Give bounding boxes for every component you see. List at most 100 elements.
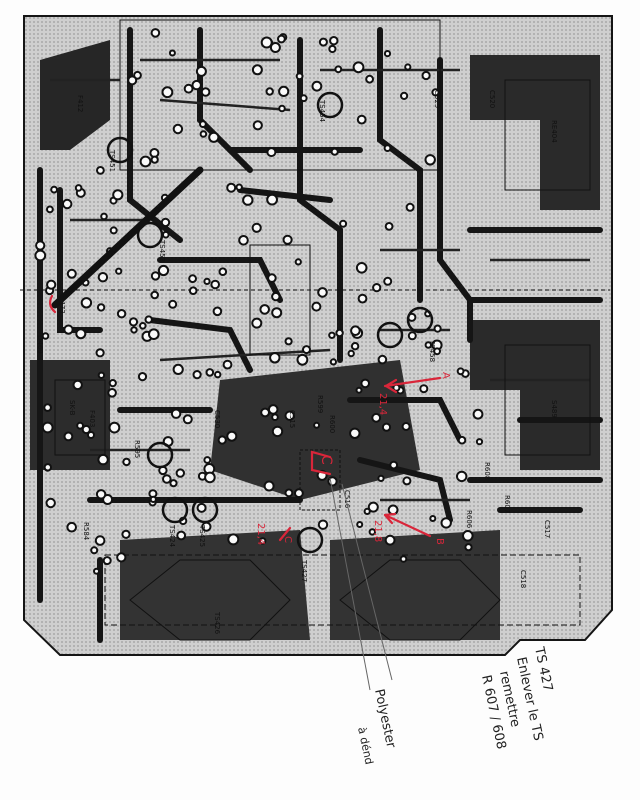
solder-pad [168, 49, 176, 57]
solder-pad [282, 234, 293, 245]
label-c517: C517 [543, 520, 551, 538]
solder-pad [63, 431, 74, 442]
solder-pad [176, 530, 187, 541]
label-r595: R595 [133, 440, 141, 458]
solder-pad [407, 331, 417, 341]
solder-pad [195, 65, 207, 77]
solder-pad [200, 87, 211, 97]
transistor-outline [296, 526, 324, 554]
solder-pad [260, 36, 273, 49]
solder-pad [81, 424, 91, 435]
solder-pad [46, 205, 54, 214]
solder-pad [251, 64, 263, 76]
label-ts424: TS424 [168, 524, 176, 548]
solder-pad [238, 235, 249, 246]
note-a-dend: à dénd [355, 726, 376, 766]
solder-pad [150, 290, 159, 300]
solder-pad [355, 386, 363, 394]
handwritten-notes: TS 427 Enlever le TS remettre R 607 / 60… [355, 645, 555, 766]
solder-pad [242, 194, 254, 206]
solder-pad [96, 166, 105, 175]
solder-pad [35, 240, 46, 251]
solder-pad [352, 61, 365, 74]
label-ts453: TS453 [158, 239, 166, 262]
solder-pad [330, 147, 339, 156]
solder-pad [108, 421, 121, 434]
solder-pad [299, 94, 308, 103]
solder-pad [235, 183, 243, 191]
solder-pad [311, 80, 323, 92]
solder-pad [384, 222, 394, 231]
solder-pad [424, 154, 436, 166]
solder-pad [317, 287, 328, 298]
solder-pad [260, 407, 271, 418]
solder-pad [383, 50, 392, 58]
solder-pad [251, 222, 262, 233]
solder-pad [363, 507, 371, 515]
solder-pad [271, 413, 279, 422]
solder-pad [377, 474, 385, 482]
label-c529: C529 [433, 90, 441, 108]
solder-pad [329, 358, 337, 366]
solder-pad [457, 435, 467, 445]
arrow-a [383, 376, 442, 388]
solder-pad [265, 87, 274, 96]
label-ts426: TS426 [213, 611, 221, 635]
solder-pad [263, 480, 275, 492]
solder-pad [102, 556, 112, 566]
solder-pad [199, 120, 207, 128]
solder-pad [108, 379, 117, 388]
letter-b: B [434, 538, 445, 545]
solder-pad [116, 552, 127, 563]
solder-pad [347, 349, 355, 358]
solder-pad [109, 226, 118, 235]
solder-pad [278, 85, 290, 98]
solder-pad [294, 488, 304, 499]
solder-pad [107, 388, 117, 398]
transistor-outline [376, 321, 404, 349]
solder-pad [368, 528, 376, 536]
transistor-outline [191, 496, 219, 524]
solder-pad [41, 332, 50, 340]
solder-pad [365, 74, 375, 84]
solder-pad [127, 75, 138, 86]
solder-pad [203, 277, 211, 285]
solder-pad [384, 534, 396, 546]
board-ground-plane [23, 15, 613, 656]
label-ts425: TS425 [198, 524, 206, 547]
solder-pad [80, 297, 93, 309]
letter-c-large: C [318, 455, 334, 465]
solder-pad [112, 189, 124, 201]
solder-pad [203, 456, 212, 464]
solder-pad [462, 530, 474, 542]
solder-pad [381, 422, 392, 432]
solder-pad [313, 421, 321, 429]
solder-pad [421, 70, 431, 81]
solder-pad [61, 198, 73, 210]
solder-pad [157, 264, 170, 277]
letter-c: C [282, 536, 293, 543]
solder-pad [431, 88, 440, 97]
solder-pad [217, 435, 227, 445]
label-c515: C515 [288, 410, 296, 428]
solder-pad [424, 341, 432, 349]
label-ts427: TS427 [300, 559, 308, 582]
solder-pad [144, 315, 153, 324]
solder-pad [472, 408, 484, 420]
solder-pad [97, 371, 106, 379]
voltage-a: 21,4 [377, 393, 388, 415]
solder-pad [377, 354, 388, 365]
label-r599: R599 [316, 395, 324, 413]
solder-pad [302, 345, 311, 355]
label-r600: R600 [328, 415, 336, 433]
solder-pad [335, 328, 344, 338]
solder-pad [116, 309, 127, 319]
label-r606: R606 [465, 510, 473, 529]
solder-pad [75, 328, 87, 340]
solder-pad [128, 317, 139, 327]
solder-pad [122, 457, 131, 467]
solder-pad [404, 63, 412, 71]
label-s489: RE404 [550, 120, 558, 143]
solder-pad [160, 217, 171, 228]
voltage-b: 21,8 [372, 520, 383, 542]
